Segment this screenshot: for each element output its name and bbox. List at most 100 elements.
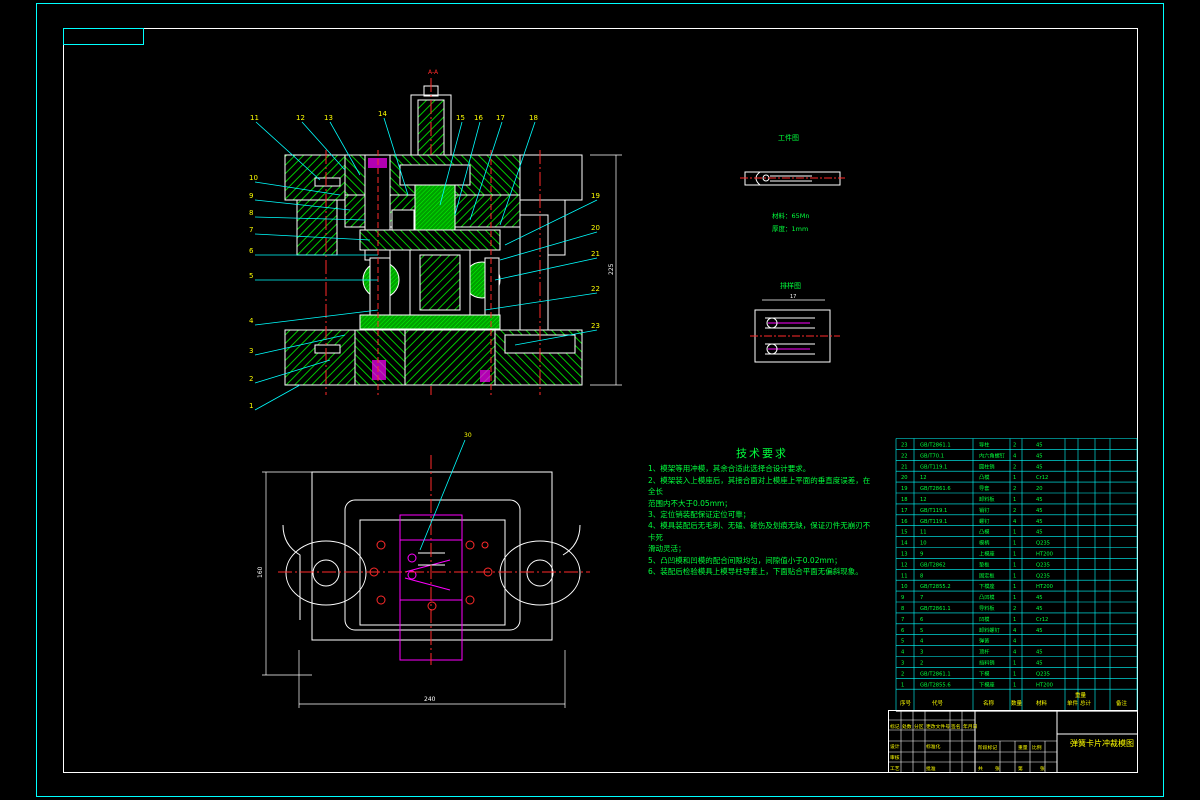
bom-cell: 螺钉 [979, 517, 989, 525]
bom-cell: 7 [920, 595, 923, 601]
bom-cell: 下模座 [979, 582, 995, 590]
bom-cell: HT200 [1036, 682, 1053, 688]
bom-cell: 5 [901, 639, 904, 645]
tech-line: 2、模架装入上模座后，其接合面对上模座上平面的垂直度误差，在全长 [648, 475, 871, 497]
bom-header-cell: 代号 [932, 699, 944, 707]
bom-cell: GB/T2862 [920, 562, 946, 568]
balloon-label: 23 [591, 322, 600, 330]
bom-cell: 45 [1036, 508, 1043, 514]
bom-cell: 45 [1036, 606, 1043, 612]
bom-cell: 2 [1013, 464, 1016, 470]
title-cell: 审核 [890, 754, 900, 761]
title-cell: 标记 [890, 723, 900, 730]
bom-cell: 1 [901, 682, 904, 688]
bom-cell: 8 [920, 573, 923, 579]
bom-cell: 1 [1013, 573, 1016, 579]
leader-line [254, 233, 371, 241]
bom-cell: 45 [1036, 595, 1043, 601]
bom-cell: Q235 [1036, 573, 1050, 579]
bom-cell: 垫板 [979, 560, 990, 568]
leader-line [254, 309, 379, 326]
plan-height-dimension: 160 [257, 566, 264, 578]
bom-cell: 圆柱销 [979, 462, 995, 470]
balloon-label: 19 [591, 192, 600, 200]
balloon-label: 15 [456, 114, 465, 122]
title-cell: 设计 [890, 743, 900, 750]
bom-cell: 9 [901, 595, 904, 601]
title-cell: 共 [978, 765, 983, 772]
bom-cell: 固定板 [979, 571, 995, 579]
bom-header-cell: 总计 [1080, 699, 1092, 707]
bom-cell: 21 [901, 464, 908, 470]
title-cell: 更改文件号 [926, 723, 950, 730]
bom-cell: 45 [1036, 519, 1043, 525]
title-cell: 标准化 [926, 743, 941, 750]
leader-line [499, 121, 536, 226]
bom-cell: 2 [920, 661, 923, 667]
bom-cell: Q235 [1036, 541, 1050, 547]
bom-cell: 22 [901, 453, 908, 459]
leader-line [504, 199, 598, 246]
bom-cell: GB/T70.1 [920, 453, 944, 459]
balloon-label: 18 [529, 114, 538, 122]
bom-cell: 14 [901, 541, 908, 547]
leader-line [329, 121, 361, 176]
leader-line [254, 181, 341, 196]
bom-cell: GB/T119.1 [920, 464, 947, 470]
title-cell: 处数 [902, 723, 912, 730]
title-cell: 工艺 [890, 766, 900, 772]
tech-lines: 1、模架等用冲模，其余合适此选择合设计要求。2、模架装入上模座后，其接合面对上模… [648, 463, 876, 577]
bom-cell: 1 [1013, 552, 1016, 558]
title-cell: 第 [1018, 765, 1023, 772]
strip-layout-view: 排样图 17 [750, 281, 840, 363]
technical-requirements: 技术要求 1、模架等用冲模，其余合适此选择合设计要求。2、模架装入上模座后，其接… [648, 448, 876, 577]
leader-line [494, 257, 598, 281]
leader-line [439, 121, 463, 206]
leader-line [499, 231, 598, 261]
tech-line: 3、定位销装配保证定位可靠； [648, 510, 751, 520]
leader-line [254, 216, 366, 221]
bom-cell: 45 [1036, 464, 1043, 470]
balloon-label: 10 [249, 174, 258, 182]
leader-line [254, 359, 331, 384]
leader-line [254, 334, 346, 356]
bom-cell: Cr12 [1036, 475, 1048, 481]
bom-header-cell: 名称 [983, 699, 995, 707]
bom-cell: 1 [1013, 541, 1016, 547]
bom-cell: 1 [1013, 595, 1016, 601]
bom-cell: 3 [920, 650, 923, 656]
balloon-label: 2 [249, 375, 253, 383]
workpiece-title: 工件图 [778, 133, 799, 142]
title-cell: 年月日 [963, 723, 977, 730]
bom-cell: 内六角螺钉 [979, 451, 1005, 459]
bom-cell: 16 [901, 519, 908, 525]
bom-cell: 2 [1013, 443, 1016, 449]
bom-cell: 下模 [979, 669, 989, 677]
outer-frame [36, 3, 1164, 797]
bom-header-cell: 材料 [1036, 699, 1048, 707]
bom-cell: GB/T119.1 [920, 508, 947, 514]
balloon-label: 1 [249, 402, 253, 410]
bom-cell: 45 [1036, 443, 1043, 449]
bom-cell: 1 [1013, 530, 1016, 536]
workpiece-thickness: 厚度：1mm [772, 224, 808, 233]
bom-cell: 8 [901, 606, 904, 612]
bom-cell: 卸料板 [979, 495, 995, 503]
leader-line [301, 121, 346, 171]
bom-cell: 45 [1036, 661, 1043, 667]
title-cell: 张 [1040, 765, 1045, 772]
bom-cell: 10 [920, 541, 927, 547]
plan-width-dimension: 240 [424, 696, 436, 703]
balloon-label: 20 [591, 224, 600, 232]
bom-cell: 2 [1013, 486, 1016, 492]
bom-cell: 1 [1013, 497, 1016, 503]
bom-cell: 6 [901, 628, 904, 634]
bom-cell: 45 [1036, 628, 1043, 634]
balloon-label: 17 [496, 114, 505, 122]
bom-cell: 凹模 [979, 615, 989, 623]
title-cell: 签名 [951, 723, 961, 730]
bom-cell: 模柄 [979, 539, 989, 547]
leader-line [514, 329, 598, 346]
